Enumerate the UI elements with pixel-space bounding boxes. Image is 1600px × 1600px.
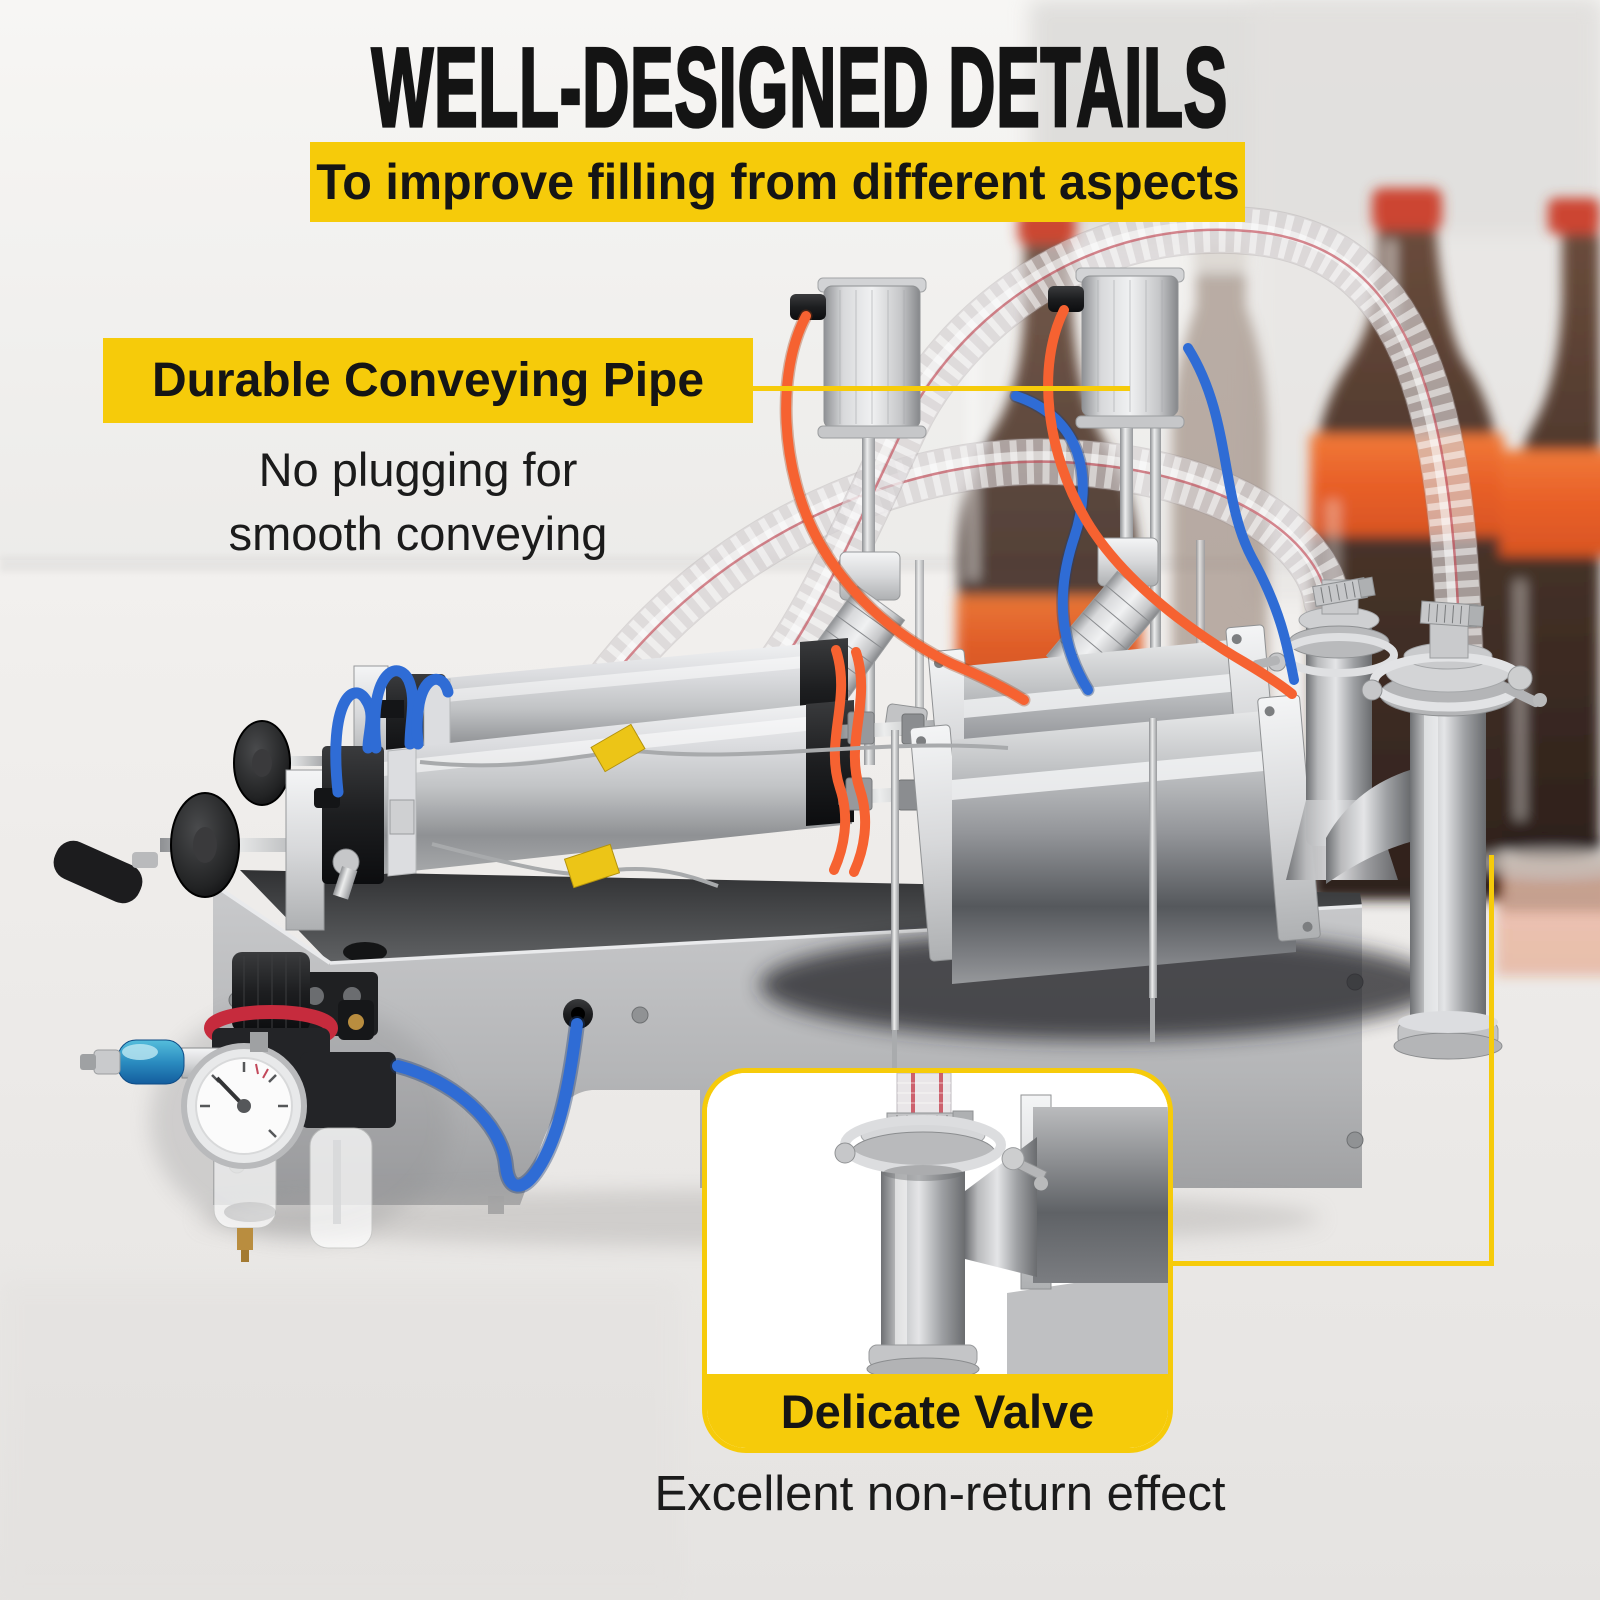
callout-description-pipe: No plugging for smooth conveying xyxy=(118,438,718,566)
page-title: WELL-DESIGNED DETAILS xyxy=(0,30,1600,146)
bottle-reflection xyxy=(1472,848,1600,976)
pipe-desc-line1: No plugging for xyxy=(258,443,578,496)
spiral-hose xyxy=(756,205,1484,689)
product-cylinders xyxy=(909,624,1321,984)
callout-label-valve-text: Delicate Valve xyxy=(780,1384,1095,1438)
air-cylinders xyxy=(53,638,951,931)
page-title-text: WELL-DESIGNED DETAILS xyxy=(371,25,1229,151)
callout-line-valve-vertical xyxy=(1489,855,1494,1266)
subtitle-banner: To improve filling from different aspect… xyxy=(310,142,1245,222)
sensor-cables xyxy=(419,723,1009,889)
sensor-tag xyxy=(590,723,646,773)
subtitle-text: To improve filling from different aspect… xyxy=(315,154,1240,210)
hose-clamp xyxy=(1312,576,1376,607)
air-filter-regulator xyxy=(80,952,450,1262)
spiral-hose xyxy=(561,437,1351,739)
pipe-desc-line2: smooth conveying xyxy=(228,507,608,560)
callout-label-pipe: Durable Conveying Pipe xyxy=(103,338,753,423)
valve-detail-inset: Delicate Valve xyxy=(702,1068,1173,1453)
sensor-tag xyxy=(563,843,621,889)
callout-description-valve: Excellent non-return effect xyxy=(654,1467,1226,1521)
callout-line-pipe xyxy=(753,386,1130,391)
outlet-valves xyxy=(1252,576,1547,1060)
callout-label-pipe-text: Durable Conveying Pipe xyxy=(151,354,705,407)
pneumatic-tubes xyxy=(330,305,1299,1194)
hose-clamp xyxy=(1419,600,1485,628)
valve-detail-illustration xyxy=(707,1073,1168,1374)
callout-label-valve: Delicate Valve xyxy=(707,1374,1168,1448)
callout-line-valve-horizontal xyxy=(1173,1261,1494,1266)
nozzle-needles xyxy=(891,718,1157,1078)
